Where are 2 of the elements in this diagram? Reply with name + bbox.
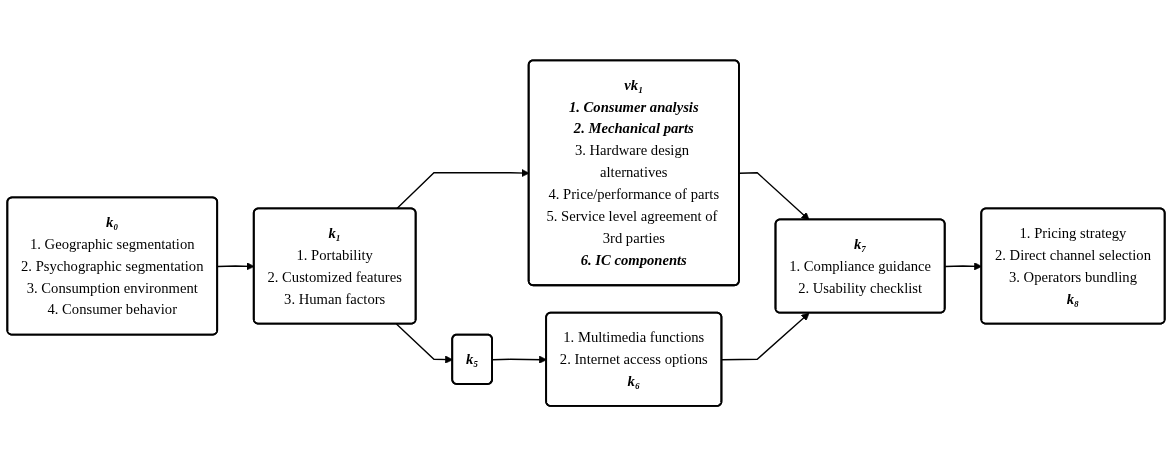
arrow (738, 171, 810, 221)
arrow (721, 312, 810, 361)
